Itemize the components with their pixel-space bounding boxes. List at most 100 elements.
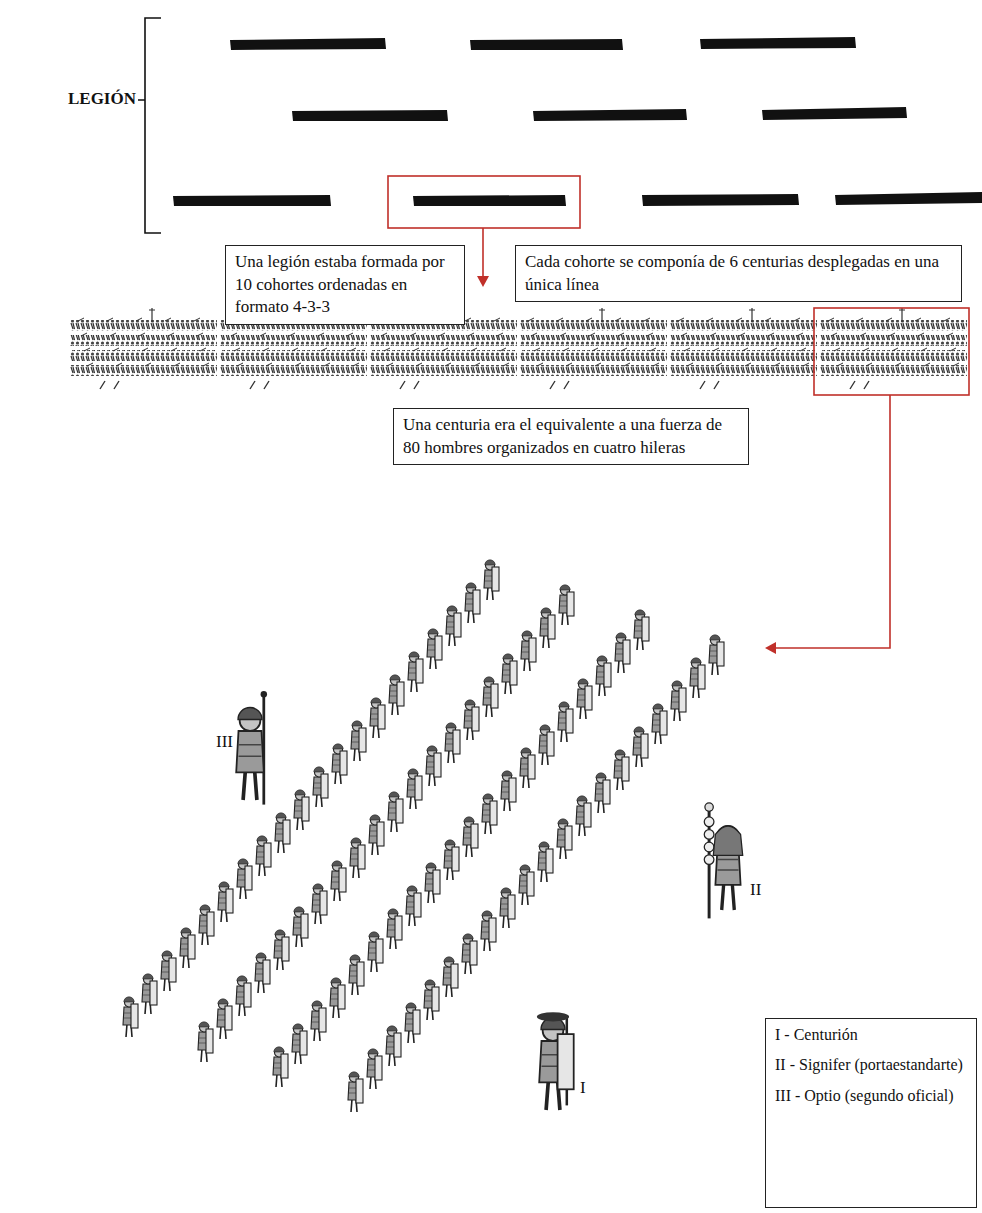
helmet: [691, 658, 701, 663]
spear-mark: [915, 318, 921, 321]
legionary-figure: [292, 1024, 307, 1064]
spear-mark: [736, 318, 742, 321]
centuria-soldiers: [123, 560, 724, 1112]
legionary-figure: [313, 767, 328, 807]
helmet: [257, 836, 267, 841]
shield: [472, 707, 479, 731]
caption-box: Una centuria era el equivalente a una fu…: [393, 408, 749, 465]
cohort-strip: [70, 308, 967, 389]
spear-mark: [292, 348, 298, 351]
shield: [413, 1010, 420, 1034]
spear-mark: [595, 363, 601, 366]
legionary-figure: [671, 681, 686, 721]
shield: [432, 987, 439, 1011]
legion-bracket: [138, 18, 161, 233]
helmet: [293, 1024, 303, 1029]
shield: [319, 1008, 326, 1032]
spear-mark: [465, 318, 471, 321]
spear-mark: [745, 363, 751, 366]
legs: [722, 883, 735, 910]
spear-mark: [947, 333, 953, 336]
spear-mark: [684, 348, 690, 351]
spear-mark: [87, 363, 93, 366]
standard-disc: [704, 855, 714, 865]
helmet: [444, 957, 454, 962]
legionary-figure: [446, 606, 461, 646]
highlight-box: [388, 176, 580, 228]
spear-mark: [892, 348, 898, 351]
helmet: [446, 723, 456, 728]
legionary-figure: [483, 677, 498, 717]
spear-mark: [113, 348, 119, 351]
centurion-figure: [537, 1012, 574, 1110]
helmet: [672, 681, 682, 686]
legionary-figure: [236, 976, 251, 1016]
helmet: [238, 708, 262, 720]
spear-mark: [866, 363, 872, 366]
legionary-figure: [425, 863, 440, 903]
shield: [206, 1029, 213, 1053]
legionary-figure: [405, 1003, 420, 1043]
shield: [226, 889, 233, 913]
spear-mark: [165, 318, 171, 321]
staff-knob: [261, 691, 267, 697]
helmet: [597, 656, 607, 661]
shield: [641, 734, 648, 758]
callout-number: III: [216, 732, 233, 752]
spear-mark: [953, 363, 959, 366]
spear-mark: [387, 363, 393, 366]
helmet: [237, 976, 247, 981]
spear-mark: [650, 348, 656, 351]
shield: [394, 1033, 401, 1057]
soldier-row: [670, 335, 817, 346]
spear-mark: [416, 363, 422, 366]
spear-mark: [560, 333, 566, 336]
shield: [565, 826, 572, 850]
shield: [546, 849, 553, 873]
helmet: [406, 1003, 416, 1008]
legionary-figure: [294, 790, 309, 830]
spear-mark: [445, 363, 451, 366]
key-entry: I - Centurión: [775, 1024, 967, 1045]
legs: [243, 770, 257, 800]
animal-skin: [713, 826, 742, 855]
legionary-figure: [408, 652, 423, 692]
spear-mark: [494, 318, 500, 321]
soldier-row: [820, 320, 967, 331]
spear-mark: [765, 318, 771, 321]
helmet: [388, 909, 398, 914]
spear-mark: [618, 333, 624, 336]
legionary-figure: [501, 771, 516, 811]
legionary-figure: [502, 654, 517, 694]
shield: [660, 711, 667, 735]
cohort-bar: [230, 38, 386, 50]
soldier-row: [70, 350, 217, 361]
legionary-figure: [330, 978, 345, 1018]
cohort-bar: [413, 195, 566, 206]
shield: [508, 895, 515, 919]
legionary-figure: [218, 882, 233, 922]
legionary-figure: [557, 819, 572, 859]
shield: [263, 960, 270, 984]
helmet: [275, 930, 285, 935]
legionary-figure: [142, 974, 157, 1014]
spear-mark: [800, 348, 806, 351]
spear-mark: [687, 363, 693, 366]
shield: [357, 962, 364, 986]
shield: [378, 705, 385, 729]
helmet: [389, 792, 399, 797]
helmet: [312, 1001, 322, 1006]
legionary-figure: [255, 953, 270, 993]
shield: [547, 732, 554, 756]
shield: [452, 847, 459, 871]
legionary-figure: [387, 909, 402, 949]
shield: [264, 843, 271, 867]
legionary-figure: [709, 635, 724, 675]
legionary-figure: [464, 700, 479, 740]
caption-text: Una centuria era el equivalente a una fu…: [403, 414, 739, 459]
helmet: [349, 1072, 359, 1077]
spear-mark: [713, 348, 719, 351]
helmet: [596, 773, 606, 778]
spear-mark: [557, 318, 563, 321]
